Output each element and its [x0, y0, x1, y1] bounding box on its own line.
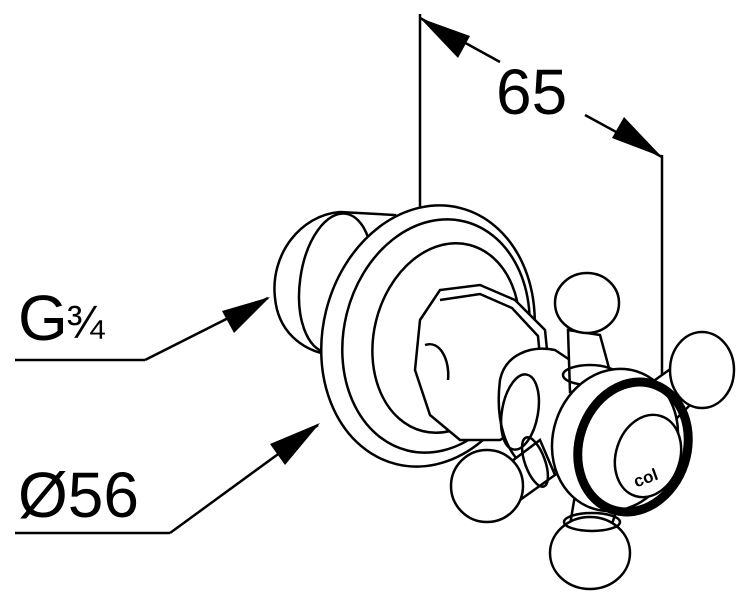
- knob-right: [668, 330, 736, 410]
- arrow-head-d56: [270, 423, 320, 465]
- spoke-left-ring: [520, 436, 550, 488]
- hex-nut-facet: [424, 343, 450, 381]
- dimension-thread-letter: G: [18, 282, 68, 354]
- handle-bezel: [573, 377, 693, 517]
- valve-body: [273, 204, 736, 591]
- dimension-diameter-label: Ø56: [18, 459, 139, 531]
- knob-left: [449, 448, 525, 524]
- arrow-head-65-right: [612, 117, 662, 157]
- stem-collar: [499, 373, 541, 451]
- arrow-head-g34: [222, 297, 270, 333]
- spoke-bottom-ring: [562, 511, 622, 533]
- arrow-head-65-left: [420, 18, 470, 58]
- dimension-thread-fraction: ¾: [66, 296, 105, 348]
- handle-cap: [613, 413, 683, 499]
- knob-top: [553, 271, 621, 335]
- knob-bottom: [548, 515, 632, 591]
- dimension-depth-label: 65: [496, 56, 567, 128]
- dimension-lines: [15, 14, 664, 535]
